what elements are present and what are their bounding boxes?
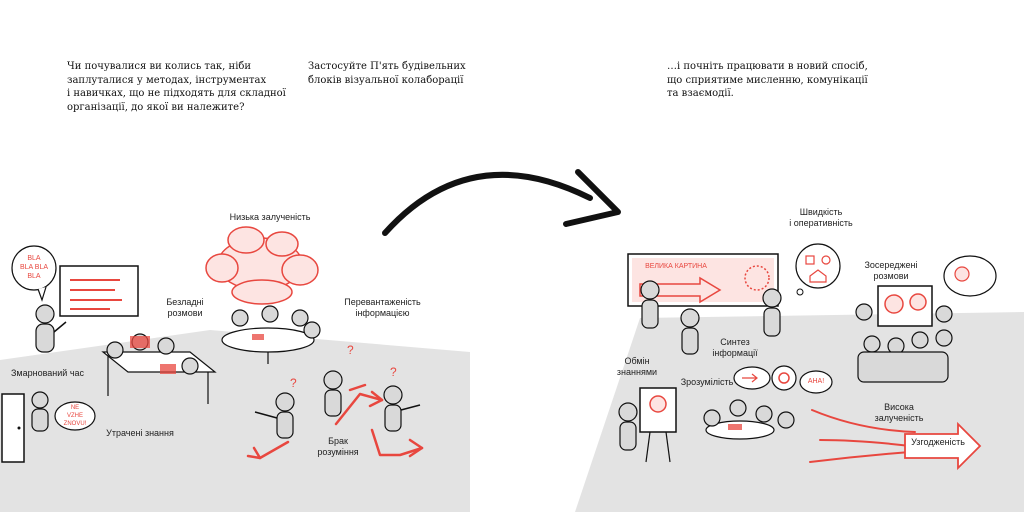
synthesis-label: Синтез інформації bbox=[712, 337, 758, 358]
document-cloud bbox=[205, 226, 319, 305]
confusion-arrows bbox=[246, 383, 424, 460]
lost-knowledge-label: Утрачені знання bbox=[106, 428, 174, 438]
question-mark-3: ? bbox=[390, 365, 397, 379]
info-overload-label: Перевантаженість інформацією bbox=[344, 297, 421, 318]
leaving-person bbox=[31, 391, 49, 432]
focused-label: Зосереджені розмови bbox=[864, 260, 918, 281]
confused-people bbox=[254, 370, 421, 439]
question-mark-2: ? bbox=[347, 343, 354, 357]
focused-thought-bubble bbox=[943, 255, 997, 297]
result-heading: …і почніть працювати в новий спосіб, що … bbox=[667, 61, 868, 99]
problem-heading: Чи почувалися ви колись так, ніби заплут… bbox=[67, 61, 286, 113]
left-ground-plane bbox=[0, 330, 470, 512]
board-people bbox=[640, 280, 782, 355]
flipchart-presenter bbox=[618, 402, 638, 451]
speed-label: Швидкість і оперативність bbox=[789, 207, 853, 228]
presenter-figure bbox=[35, 304, 67, 353]
alignment-big-arrow bbox=[904, 421, 982, 471]
solution-heading: Застосуйте П'ять будівельних блоків візу… bbox=[308, 61, 466, 86]
door bbox=[1, 393, 25, 463]
clarity-label: Зрозумілість bbox=[680, 377, 734, 387]
clarity-table bbox=[703, 399, 795, 440]
focused-board bbox=[877, 285, 933, 327]
list-whiteboard bbox=[59, 265, 139, 317]
not-again-bubble bbox=[54, 401, 96, 431]
question-mark-1: ? bbox=[290, 376, 297, 390]
clarity-bubbles bbox=[733, 365, 833, 394]
alignment-arrows bbox=[809, 409, 916, 463]
transition-arrow bbox=[382, 171, 593, 236]
flipchart bbox=[639, 387, 677, 463]
lack-understanding-label: Брак розуміння bbox=[317, 436, 359, 457]
transition-arrow-head bbox=[563, 169, 621, 227]
alignment-label: Узгодженість bbox=[911, 437, 965, 447]
meeting-table-left bbox=[101, 333, 217, 404]
speed-thought-bubble bbox=[795, 243, 841, 296]
wasted-time-label: Змарнований час bbox=[11, 368, 85, 378]
bla-speech-bubble bbox=[11, 245, 57, 302]
bla-bubble-text: BLA BLA BLA BLA bbox=[19, 255, 49, 280]
big-picture-text: ВЕЛИКА КАРТИНА bbox=[645, 263, 707, 270]
round-table-group bbox=[221, 305, 321, 364]
knowledge-exchange-label: Обмін знаннями bbox=[616, 356, 658, 377]
useless-talk-label: Безладні розмови bbox=[166, 297, 204, 318]
aha-text: AHA! bbox=[807, 378, 825, 385]
not-again-bubble-text: NE VZHE ZNOVU! bbox=[63, 405, 87, 427]
low-engagement-label: Низька залученість bbox=[229, 212, 311, 222]
focused-group bbox=[855, 303, 953, 383]
high-engagement-label: Висока залученість bbox=[874, 402, 924, 423]
